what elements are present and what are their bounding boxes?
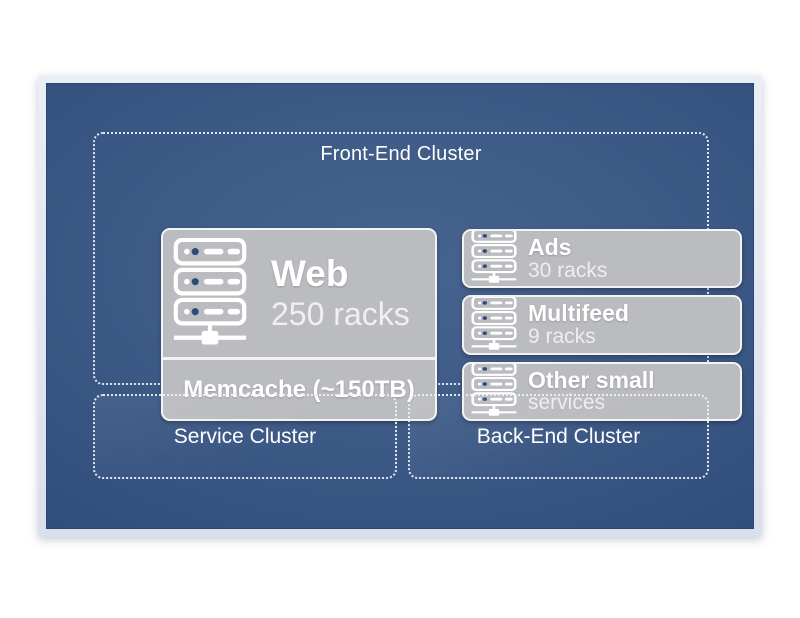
web-memcache-box: Web 250 racks Memcache (~150TB) xyxy=(161,228,437,421)
slide-canvas: Front-End Cluster Web 250 racks Memcache… xyxy=(46,83,754,529)
front-end-cluster-title: Front-End Cluster xyxy=(320,143,482,165)
ads-box: Ads 30 racks xyxy=(462,229,742,289)
back-end-cluster-box: Back-End Cluster xyxy=(408,394,709,479)
server-rack-icon xyxy=(470,231,518,286)
multifeed-title: Multifeed xyxy=(528,300,629,327)
service-box-stack: Ads 30 racks Multifeed 9 racks xyxy=(462,229,742,421)
ads-subtitle: 30 racks xyxy=(528,258,608,282)
server-rack-icon xyxy=(470,297,518,352)
front-end-cluster-box: Front-End Cluster Web 250 racks Memcache… xyxy=(93,132,742,421)
ads-text-block: Ads 30 racks xyxy=(528,235,607,283)
other-services-title: Other small xyxy=(528,366,655,393)
other-services-subtitle: services xyxy=(528,392,655,415)
web-text-block: Web 250 racks xyxy=(271,252,410,332)
service-cluster-title: Service Cluster xyxy=(173,424,317,448)
multifeed-box: Multifeed 9 racks xyxy=(462,295,742,355)
ads-title: Ads xyxy=(528,233,572,260)
slide-frame: Front-End Cluster Web 250 racks Memcache… xyxy=(38,75,762,537)
memcache-label: Memcache (~150TB) xyxy=(163,357,435,419)
other-services-text-block: Other small services xyxy=(528,366,655,416)
multifeed-subtitle: 9 racks xyxy=(528,325,596,349)
service-cluster-box: Service Cluster xyxy=(93,394,397,479)
web-subtitle: 250 racks xyxy=(271,295,410,332)
web-title: Web xyxy=(271,252,349,294)
other-services-box: Other small services xyxy=(462,361,742,421)
multifeed-text-block: Multifeed 9 racks xyxy=(528,301,629,349)
server-rack-icon xyxy=(173,238,247,350)
back-end-cluster-title: Back-End Cluster xyxy=(476,424,641,448)
web-section: Web 250 racks xyxy=(163,230,435,357)
